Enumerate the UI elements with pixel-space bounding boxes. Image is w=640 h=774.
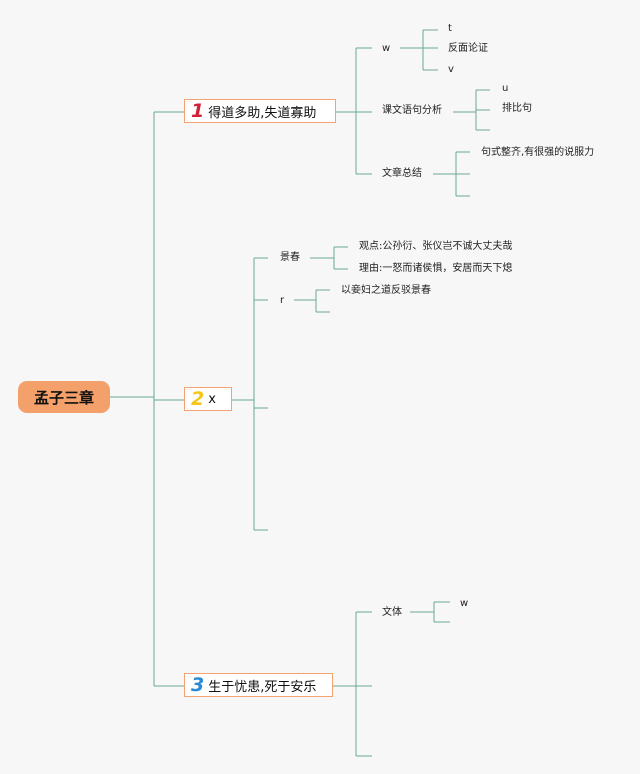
branch-1-number: 1 — [191, 100, 205, 122]
leaf-v[interactable]: v — [448, 64, 454, 75]
leaf-reason[interactable]: 理由:一怒而诸侯惧，安居而天下熄 — [359, 263, 513, 274]
leaf-viewpoint[interactable]: 观点:公孙衍、张仪岂不诚大丈夫哉 — [359, 241, 513, 252]
subtopic-r[interactable]: r — [280, 295, 285, 306]
leaf-parallelism[interactable]: 排比句 — [502, 103, 532, 114]
leaf-reverse-argument[interactable]: 反面论证 — [448, 43, 488, 54]
branch-2-label: x — [208, 391, 216, 407]
branch-3-label: 生于忧患,死于安乐 — [208, 679, 317, 695]
subtopic-sentence-analysis[interactable]: 课文语句分析 — [382, 105, 442, 116]
branch-1-label: 得道多助,失道寡助 — [208, 105, 317, 121]
leaf-w[interactable]: w — [460, 598, 469, 609]
leaf-u[interactable]: u — [502, 83, 509, 94]
subtopic-w[interactable]: w — [382, 43, 391, 54]
branch-node-3[interactable]: 3 生于忧患,死于安乐 — [184, 673, 333, 697]
leaf-t[interactable]: t — [448, 23, 452, 34]
root-node[interactable]: 孟子三章 — [18, 381, 110, 413]
root-label: 孟子三章 — [33, 388, 94, 407]
subtopic-summary[interactable]: 文章总结 — [382, 168, 422, 179]
branch-node-2[interactable]: 2 x — [184, 387, 232, 411]
leaf-rebuttal[interactable]: 以妾妇之道反驳景春 — [341, 285, 431, 296]
subtopic-genre[interactable]: 文体 — [382, 607, 402, 618]
branch-2-number: 2 — [191, 388, 205, 410]
subtopic-jingchun[interactable]: 景春 — [280, 252, 300, 263]
branch-3-number: 3 — [191, 674, 205, 696]
leaf-summary-text[interactable]: 句式整齐,有很强的说服力 — [481, 147, 595, 158]
branch-node-1[interactable]: 1 得道多助,失道寡助 — [184, 99, 336, 123]
